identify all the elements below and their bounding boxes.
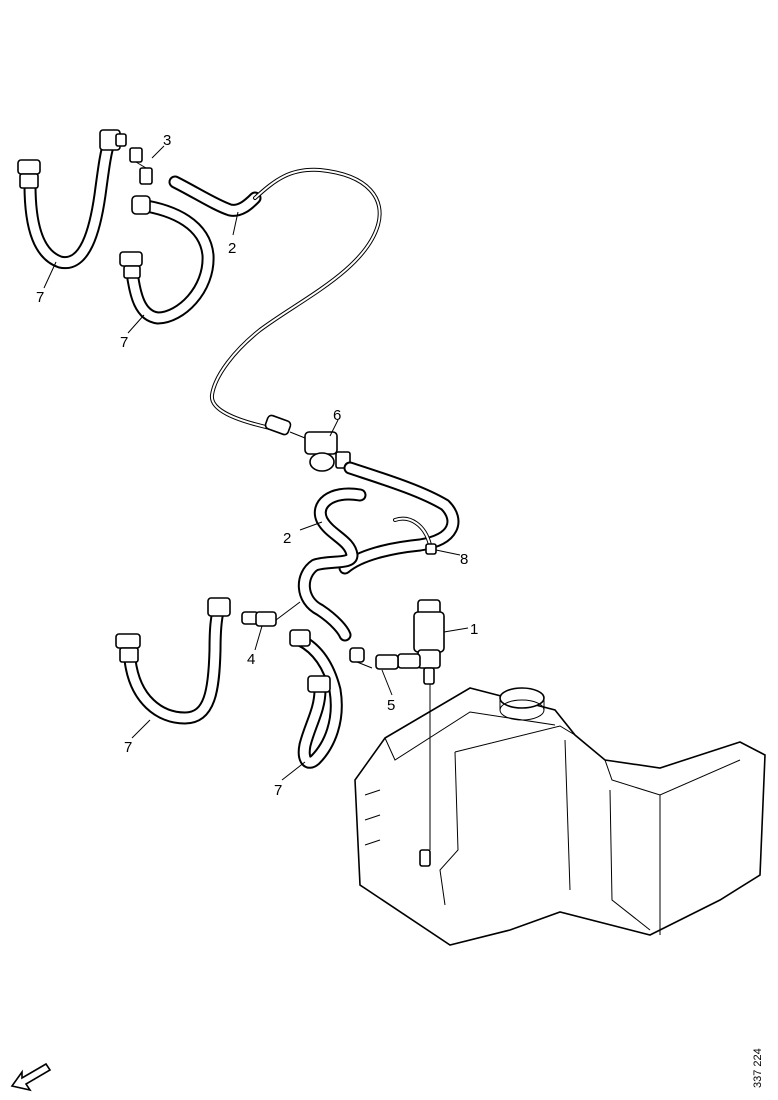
check-valve-6 [264,414,351,472]
connector-4 [241,601,301,627]
callout-7-upper-middle: 7 [120,334,128,351]
callout-2-upper: 2 [228,240,236,257]
callout-3: 3 [163,132,171,149]
connector-5 [349,647,373,669]
washer-reservoir [354,684,766,946]
callout-7-upper-left: 7 [36,289,44,306]
callout-8: 8 [460,551,468,568]
leader-lines [43,145,469,781]
hose-7-lower-left [115,597,231,725]
callout-1: 1 [470,621,478,638]
hose-7-lower-middle [289,629,343,769]
callout-4: 4 [247,651,255,668]
hose-7-upper-left [17,129,127,270]
callout-7-lower-left: 7 [124,739,132,756]
callout-6: 6 [333,407,341,424]
callout-7-lower-middle: 7 [274,782,282,799]
callout-2-middle: 2 [283,530,291,547]
reference-code: 337 224 [752,1048,764,1088]
arrow-icon [10,1062,52,1092]
hose-2-middle [297,461,460,642]
hose-2-upper [168,167,382,430]
hose-7-upper-middle [119,195,215,325]
connector-3 [129,147,153,185]
callout-5: 5 [387,697,395,714]
washer-pump-1 [375,599,445,685]
callout-labels: 1 2 2 3 4 5 6 7 7 7 7 8 [36,132,478,799]
